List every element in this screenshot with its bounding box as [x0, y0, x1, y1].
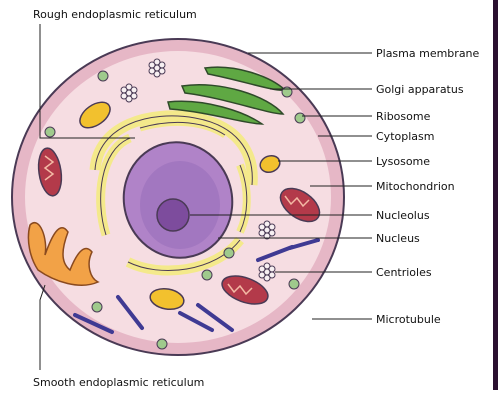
label-golgi-apparatus: Golgi apparatus [376, 83, 464, 96]
image-edge-strip [493, 0, 498, 390]
label-plasma-membrane: Plasma membrane [376, 47, 480, 60]
label-ribosome: Ribosome [376, 110, 431, 123]
label-smooth-er: Smooth endoplasmic reticulum [33, 376, 204, 389]
label-mitochondrion: Mitochondrion [376, 180, 455, 193]
label-microtubule: Microtubule [376, 313, 441, 326]
label-nucleus: Nucleus [376, 232, 420, 245]
label-nucleolus: Nucleolus [376, 209, 430, 222]
label-rough-er: Rough endoplasmic reticulum [33, 8, 197, 21]
nucleolus-shape [157, 199, 189, 231]
label-lysosome: Lysosome [376, 155, 430, 168]
label-centrioles: Centrioles [376, 266, 432, 279]
label-cytoplasm: Cytoplasm [376, 130, 434, 143]
